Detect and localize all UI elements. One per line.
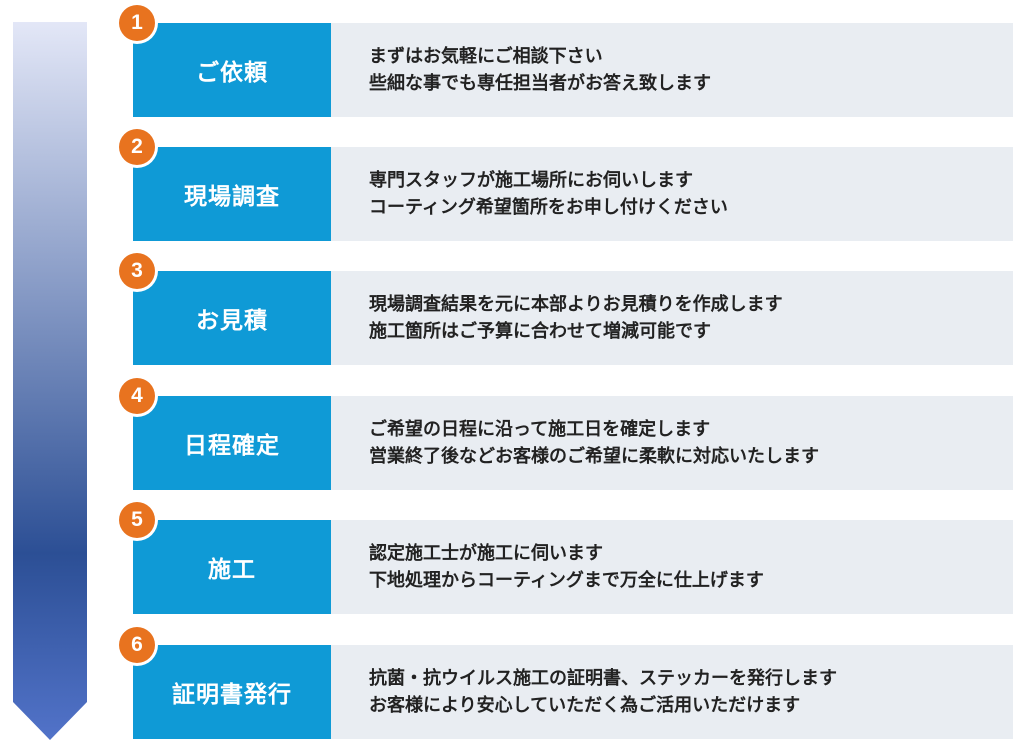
step-3-title: お見積 xyxy=(133,271,331,365)
step-3-description: 現場調査結果を元に本部よりお見積りを作成します 施工箇所はご予算に合わせて増減可… xyxy=(331,271,1013,365)
step-2-description: 専門スタッフが施工場所にお伺いします コーティング希望箇所をお申し付けください xyxy=(331,147,1013,241)
step-2: 現場調査 専門スタッフが施工場所にお伺いします コーティング希望箇所をお申し付け… xyxy=(119,129,1013,241)
step-4: 日程確定 ご希望の日程に沿って施工日を確定します 営業終了後などお客様のご希望に… xyxy=(119,378,1013,490)
step-6-description: 抗菌・抗ウイルス施工の証明書、ステッカーを発行します お客様により安心していただ… xyxy=(331,645,1013,739)
step-1-line-2: 些細な事でも専任担当者がお答え致します xyxy=(369,73,711,94)
step-6-title: 証明書発行 xyxy=(133,645,331,739)
step-6-number-badge: 6 xyxy=(119,627,155,663)
step-5-title: 施工 xyxy=(133,520,331,614)
step-4-title: 日程確定 xyxy=(133,396,331,490)
step-4-line-1: ご希望の日程に沿って施工日を確定します xyxy=(369,419,711,440)
step-5-number-badge: 5 xyxy=(119,502,155,538)
step-6-line-2: お客様により安心していただく為ご活用いただけます xyxy=(369,695,801,716)
step-4-line-2: 営業終了後などお客様のご希望に柔軟に対応いたします xyxy=(369,446,819,467)
step-1-line-1: まずはお気軽にご相談下さい xyxy=(369,46,603,67)
step-1: ご依頼 まずはお気軽にご相談下さい 些細な事でも専任担当者がお答え致します 1 xyxy=(119,5,1013,117)
step-5-line-2: 下地処理からコーティングまで万全に仕上げます xyxy=(369,570,764,591)
step-1-number-badge: 1 xyxy=(119,5,155,41)
step-6: 証明書発行 抗菌・抗ウイルス施工の証明書、ステッカーを発行します お客様により安… xyxy=(119,627,1013,739)
step-4-number-badge: 4 xyxy=(119,378,155,414)
step-2-line-1: 専門スタッフが施工場所にお伺いします xyxy=(369,170,693,191)
step-2-line-2: コーティング希望箇所をお申し付けください xyxy=(369,197,728,218)
step-5: 施工 認定施工士が施工に伺います 下地処理からコーティングまで万全に仕上げます … xyxy=(119,502,1013,614)
step-3-line-2: 施工箇所はご予算に合わせて増減可能です xyxy=(369,321,711,342)
step-3-number-badge: 3 xyxy=(119,253,155,289)
step-5-description: 認定施工士が施工に伺います 下地処理からコーティングまで万全に仕上げます xyxy=(331,520,1013,614)
step-2-number-badge: 2 xyxy=(119,129,155,165)
step-5-line-1: 認定施工士が施工に伺います xyxy=(369,543,603,564)
flow-arrow-icon xyxy=(13,22,87,740)
step-3-line-1: 現場調査結果を元に本部よりお見積りを作成します xyxy=(369,294,783,315)
step-1-title: ご依頼 xyxy=(133,23,331,117)
step-2-title: 現場調査 xyxy=(133,147,331,241)
step-3: お見積 現場調査結果を元に本部よりお見積りを作成します 施工箇所はご予算に合わせ… xyxy=(119,253,1013,365)
step-4-description: ご希望の日程に沿って施工日を確定します 営業終了後などお客様のご希望に柔軟に対応… xyxy=(331,396,1013,490)
step-6-line-1: 抗菌・抗ウイルス施工の証明書、ステッカーを発行します xyxy=(369,668,837,689)
step-1-description: まずはお気軽にご相談下さい 些細な事でも専任担当者がお答え致します xyxy=(331,23,1013,117)
